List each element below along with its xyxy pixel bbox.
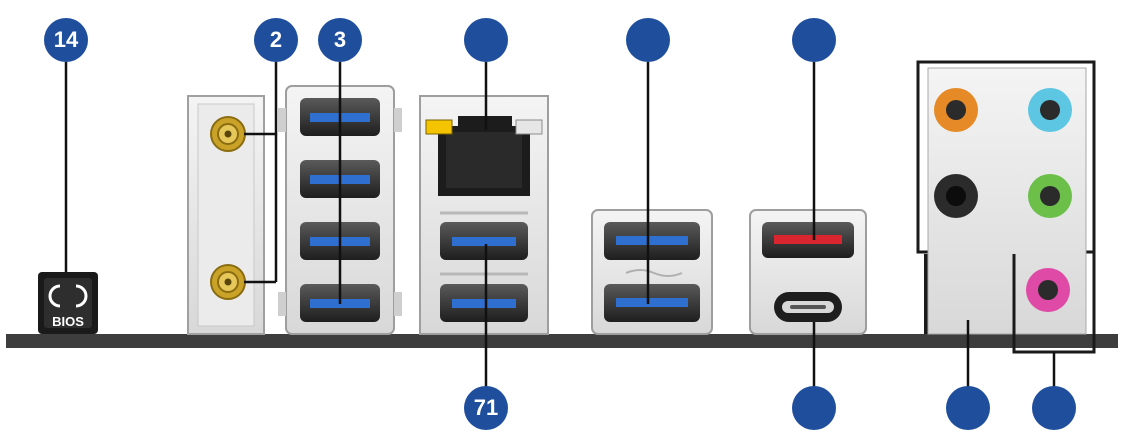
antenna-connector-top — [210, 116, 246, 152]
callout-lan — [464, 18, 508, 62]
callout-usb-pair — [626, 18, 670, 62]
lan-usb-module — [419, 95, 549, 335]
audio-jack-orange — [934, 88, 978, 132]
usb-port — [604, 284, 700, 322]
refresh-icon — [48, 284, 88, 308]
audio-jack-black — [934, 174, 978, 218]
usb-port — [440, 222, 528, 260]
rj45-port — [425, 116, 543, 196]
board-edge — [6, 334, 1118, 348]
usb-port-red — [762, 222, 854, 258]
audio-jack-green — [1028, 174, 1072, 218]
audio-jack-cyan — [1028, 88, 1072, 132]
bios-button-label: BIOS — [52, 314, 84, 329]
callout-lan-usb-bottom: 71 — [464, 386, 508, 430]
usb-red-usbc-module — [749, 209, 867, 335]
callout-optical — [946, 386, 990, 430]
callout-usb-stack: 3 — [318, 18, 362, 62]
callout-usb-c — [792, 386, 836, 430]
callout-bios: 14 — [44, 18, 88, 62]
leader-lines — [64, 62, 1056, 388]
callout-usb-red — [792, 18, 836, 62]
usb-port — [440, 284, 528, 322]
callout-wifi: 2 — [254, 18, 298, 62]
usb-c-port — [774, 292, 842, 322]
callout-audio — [1032, 386, 1076, 430]
audio-jacks — [916, 60, 1096, 354]
wifi-antenna-module — [187, 95, 265, 335]
antenna-connector-bottom — [210, 264, 246, 300]
usb-pair-module — [591, 209, 713, 335]
usb-port — [604, 222, 700, 260]
bios-flashback-button — [38, 272, 98, 334]
audio-jack-pink — [1026, 268, 1070, 312]
